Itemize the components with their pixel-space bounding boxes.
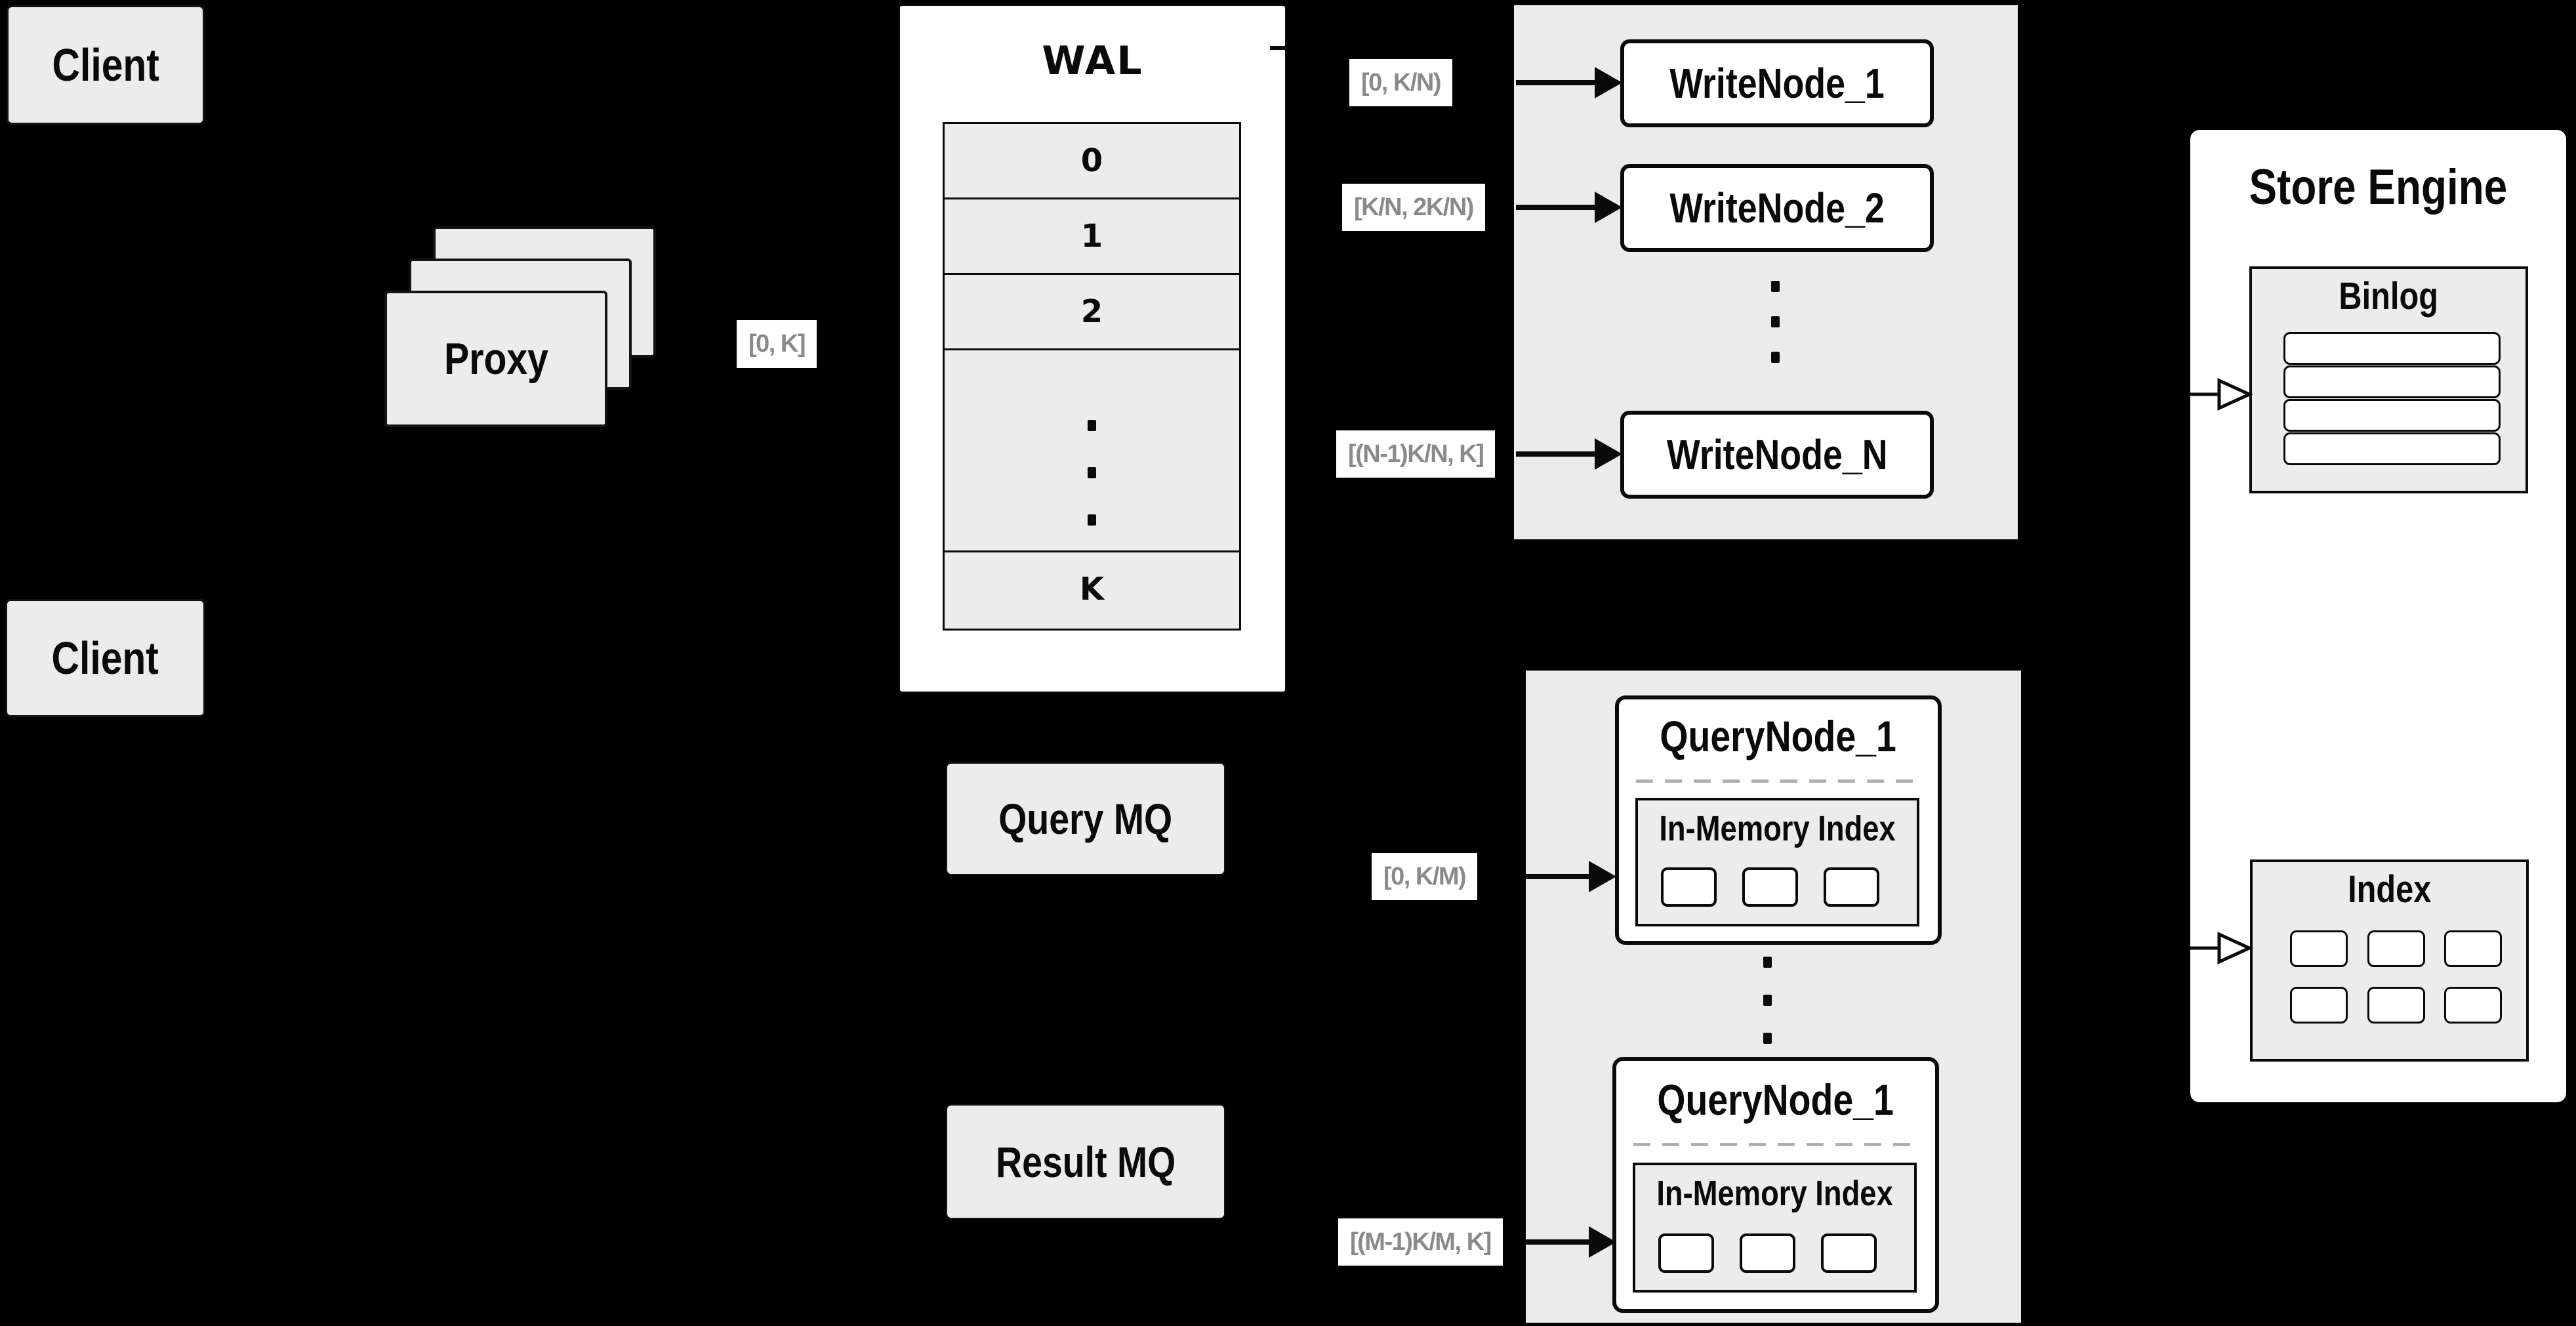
range-label-write-2: [K/N, 2K/N) bbox=[1342, 184, 1485, 231]
wal-connector-tick bbox=[1270, 46, 1287, 50]
arrow-to-index bbox=[2190, 932, 2253, 964]
index-segment-chip bbox=[2444, 930, 2502, 967]
memory-segment-chip bbox=[1821, 1233, 1877, 1273]
writenode-n-label: WriteNode_N bbox=[1666, 431, 1888, 478]
writenode-2-label: WriteNode_2 bbox=[1669, 184, 1885, 232]
query-mq-label: Query MQ bbox=[998, 795, 1173, 843]
index-title: Index bbox=[2347, 867, 2432, 911]
index-segment-chip bbox=[2444, 987, 2502, 1024]
memory-segment-chip bbox=[1658, 1233, 1714, 1273]
memory-segment-chip bbox=[1740, 1233, 1795, 1273]
binlog-row bbox=[2283, 365, 2501, 398]
wal-row-2: 2 bbox=[945, 275, 1239, 350]
range-label-proxy-out: [0, K] bbox=[737, 320, 817, 368]
querynode-1-title: QueryNode_1 bbox=[1660, 712, 1897, 760]
store-engine-title: Store Engine bbox=[2249, 159, 2508, 215]
index-segment-chip bbox=[2290, 930, 2348, 967]
client-bottom-label: Client bbox=[51, 632, 159, 684]
in-memory-index-2-title: In-Memory Index bbox=[1656, 1174, 1893, 1213]
arrow-to-writenode-1 bbox=[1516, 67, 1622, 98]
result-mq-label: Result MQ bbox=[995, 1137, 1176, 1186]
wal-row-0: 0 bbox=[945, 124, 1239, 199]
range-label-query-2: [(M-1)K/M, K] bbox=[1338, 1218, 1503, 1266]
range-label-query-1: [0, K/M) bbox=[1372, 853, 1478, 900]
querynode-2-separator bbox=[1633, 1143, 1919, 1146]
wal-row-k: K bbox=[945, 552, 1239, 625]
result-mq-box: Result MQ bbox=[946, 1104, 1225, 1219]
querynode-2-title: QueryNode_1 bbox=[1657, 1075, 1894, 1124]
arrow-to-writenode-2 bbox=[1516, 192, 1622, 223]
writenode-n-box: WriteNode_N bbox=[1620, 411, 1934, 499]
writenode-1-label: WriteNode_1 bbox=[1669, 60, 1885, 107]
querynode-1-separator bbox=[1636, 779, 1922, 783]
query-mq-box: Query MQ bbox=[946, 762, 1225, 875]
arrow-to-writenode-n bbox=[1516, 438, 1622, 470]
wal-row-1: 1 bbox=[945, 199, 1239, 275]
wal-title: WAL bbox=[1042, 38, 1143, 84]
range-label-write-n: [(N-1)K/N, K] bbox=[1336, 430, 1496, 478]
range-label-write-1: [0, K/N) bbox=[1349, 59, 1452, 106]
binlog-row bbox=[2283, 399, 2501, 432]
binlog-row bbox=[2283, 332, 2501, 365]
binlog-row bbox=[2283, 432, 2501, 465]
proxy-front-card: Proxy bbox=[384, 291, 607, 427]
wal-table: 0 1 2 K bbox=[943, 122, 1241, 631]
memory-segment-chip bbox=[1661, 867, 1717, 907]
index-segment-chip bbox=[2290, 987, 2348, 1024]
in-memory-index-1-title: In-Memory Index bbox=[1659, 809, 1896, 848]
memory-segment-chip bbox=[1824, 867, 1879, 907]
client-bottom-box: Client bbox=[5, 599, 205, 717]
client-top-label: Client bbox=[52, 39, 159, 91]
index-segment-chip bbox=[2367, 930, 2425, 967]
arrow-to-querynode-2 bbox=[1526, 1226, 1616, 1258]
arrow-to-binlog bbox=[2190, 378, 2253, 411]
proxy-label: Proxy bbox=[443, 334, 548, 384]
memory-segment-chip bbox=[1742, 867, 1798, 907]
writenode-2-box: WriteNode_2 bbox=[1620, 164, 1934, 252]
writenode-1-box: WriteNode_1 bbox=[1620, 39, 1934, 127]
arrow-to-querynode-1 bbox=[1526, 861, 1616, 892]
binlog-title: Binlog bbox=[2339, 274, 2439, 318]
index-segment-chip bbox=[2367, 987, 2425, 1024]
client-top-box: Client bbox=[7, 5, 205, 125]
proxy-stack: Proxy bbox=[384, 226, 668, 427]
